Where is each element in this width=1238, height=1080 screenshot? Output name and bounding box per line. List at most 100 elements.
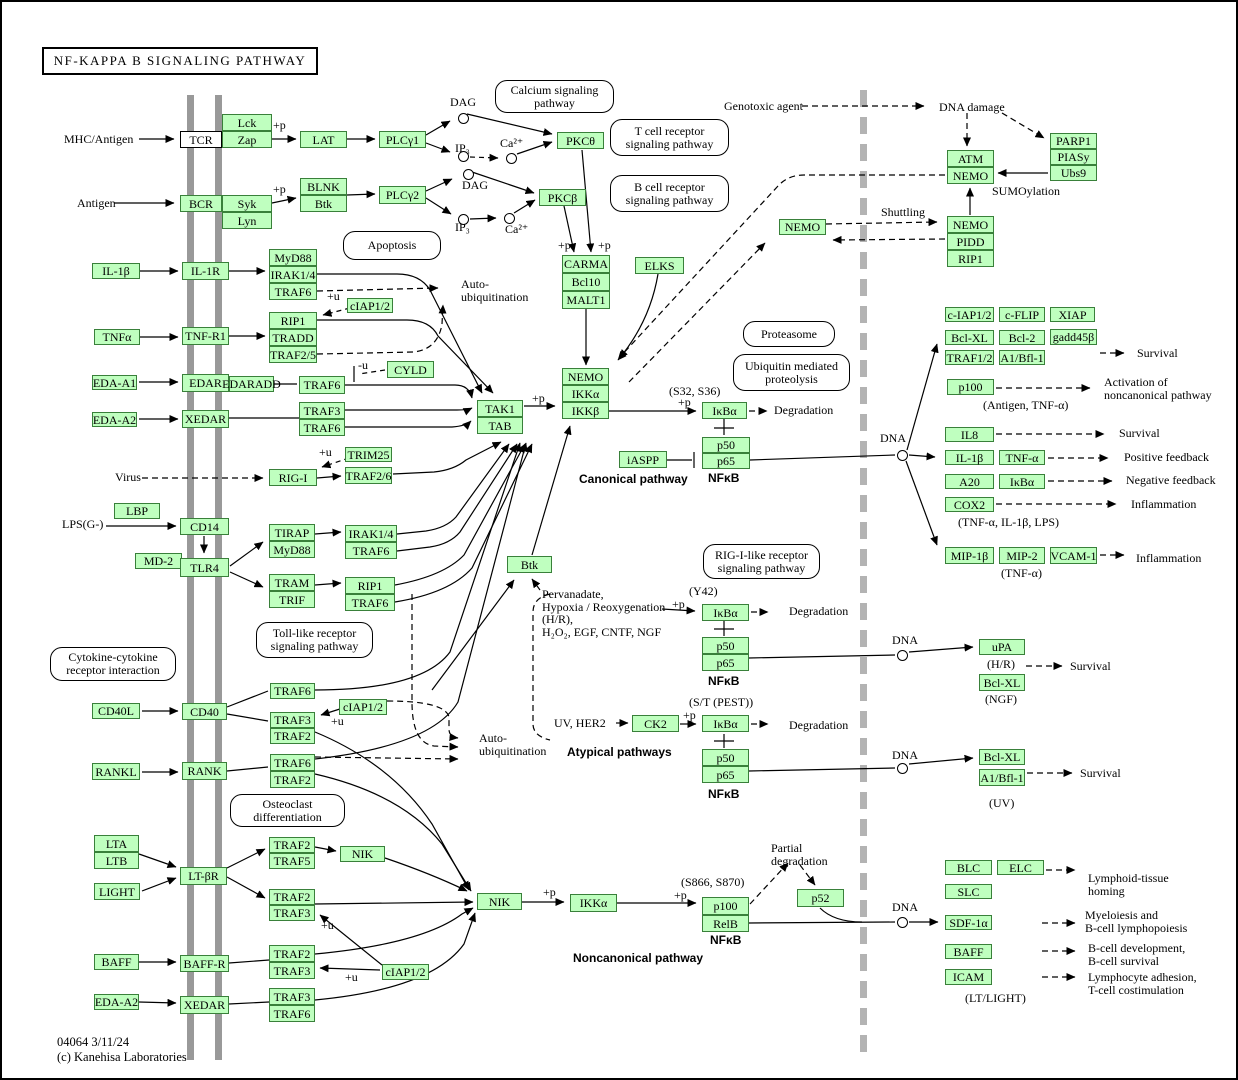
gene-ciap1-2[interactable]: cIAP1/2 xyxy=(382,964,429,980)
gene-syk[interactable]: Syk xyxy=(222,195,272,212)
gene-rank[interactable]: RANK xyxy=(182,762,227,780)
gene-sdf-1[interactable]: SDF-1α xyxy=(945,915,992,930)
gene-ck2[interactable]: CK2 xyxy=(632,715,679,732)
gene-traf1-2[interactable]: TRAF1/2 xyxy=(945,350,994,365)
gene-lta[interactable]: LTA xyxy=(94,835,139,852)
gene-traf2[interactable]: TRAF2 xyxy=(269,945,315,962)
pathway-ref-osteoclast-differentiation[interactable]: Osteoclast differentiation xyxy=(230,794,345,827)
gene-piasy[interactable]: PIASy xyxy=(1050,149,1097,165)
gene-ciap1-2[interactable]: cIAP1/2 xyxy=(347,298,393,313)
gene-xiap[interactable]: XIAP xyxy=(1050,307,1095,322)
gene-btk[interactable]: Btk xyxy=(507,556,552,573)
gene-malt1[interactable]: MALT1 xyxy=(562,291,610,309)
gene-nik[interactable]: NIK xyxy=(340,846,385,862)
pathway-ref-cytokine-cytokine-receptor-interaction[interactable]: Cytokine-cytokine receptor interaction xyxy=(50,647,176,681)
gene-bcl10[interactable]: Bcl10 xyxy=(562,273,610,291)
gene-cd14[interactable]: CD14 xyxy=(180,518,229,535)
gene-cd40l[interactable]: CD40L xyxy=(92,703,140,719)
compound-circle[interactable] xyxy=(457,150,469,162)
gene-traf6[interactable]: TRAF6 xyxy=(270,683,315,699)
gene-eda-a2[interactable]: EDA-A2 xyxy=(94,994,139,1010)
gene-traf2-5[interactable]: TRAF2/5 xyxy=(269,346,317,363)
gene-baff[interactable]: BAFF xyxy=(94,954,139,970)
gene-bcl-xl[interactable]: Bcl-XL xyxy=(979,674,1025,691)
gene-p65[interactable]: p65 xyxy=(702,654,749,671)
compound-circle[interactable] xyxy=(457,213,469,225)
gene-tcr[interactable]: TCR xyxy=(180,131,222,148)
gene-il-1r[interactable]: IL-1R xyxy=(182,262,229,280)
pathway-ref-proteasome[interactable]: Proteasome xyxy=(743,321,835,347)
gene-traf6[interactable]: TRAF6 xyxy=(345,594,395,611)
gene-tlr4[interactable]: TLR4 xyxy=(180,558,229,577)
gene-atm[interactable]: ATM xyxy=(947,150,994,167)
gene-tradd[interactable]: TRADD xyxy=(269,329,317,346)
gene-lyn[interactable]: Lyn xyxy=(222,212,272,229)
gene-ubs9[interactable]: Ubs9 xyxy=(1050,165,1097,181)
pathway-ref-apoptosis[interactable]: Apoptosis xyxy=(343,231,441,260)
gene-ikk[interactable]: IKKα xyxy=(570,894,617,912)
gene-blc[interactable]: BLC xyxy=(945,860,992,875)
gene-edaradd[interactable]: EDARADD xyxy=(222,376,281,392)
pathway-ref-calcium-signaling-pathway[interactable]: Calcium signaling pathway xyxy=(495,80,614,113)
gene-lck[interactable]: Lck xyxy=(222,114,272,131)
gene-eda-a2[interactable]: EDA-A2 xyxy=(92,412,137,427)
gene-relb[interactable]: RelB xyxy=(702,915,749,932)
gene-p52[interactable]: p52 xyxy=(797,889,844,907)
gene-tak1[interactable]: TAK1 xyxy=(477,400,523,417)
gene-lat[interactable]: LAT xyxy=(300,131,347,148)
gene-icam[interactable]: ICAM xyxy=(945,969,992,985)
pathway-ref-b-cell-receptor-signaling-pathway[interactable]: B cell receptor signaling pathway xyxy=(610,175,729,212)
gene-lt-r[interactable]: LT-βR xyxy=(180,867,227,885)
gene-i-b[interactable]: IκBα xyxy=(702,402,747,419)
gene-ikk[interactable]: IKKβ xyxy=(562,402,609,419)
gene-baff[interactable]: BAFF xyxy=(945,944,992,959)
gene-p100[interactable]: p100 xyxy=(702,897,749,915)
gene-plc-1[interactable]: PLCγ1 xyxy=(379,131,426,148)
gene-rip1[interactable]: RIP1 xyxy=(345,577,395,594)
gene-traf6[interactable]: TRAF6 xyxy=(270,754,315,771)
gene-a1-bfl-1[interactable]: A1/Bfl-1 xyxy=(999,350,1045,365)
gene-traf2-6[interactable]: TRAF2/6 xyxy=(345,467,392,484)
gene-mip-1[interactable]: MIP-1β xyxy=(945,547,994,564)
gene-c-flip[interactable]: c-FLIP xyxy=(999,307,1045,322)
gene-eda-a1[interactable]: EDA-A1 xyxy=(92,375,137,390)
pathway-ref-toll-like-receptor-signaling-pathway[interactable]: Toll-like receptor signaling pathway xyxy=(256,622,373,658)
pathway-ref-ubiquitin-mediated-proteolysis[interactable]: Ubiquitin mediated proteolysis xyxy=(733,354,850,391)
gene-bcr[interactable]: BCR xyxy=(180,195,222,212)
gene-trim25[interactable]: TRIM25 xyxy=(345,447,392,462)
gene-irak1-4[interactable]: IRAK1/4 xyxy=(345,525,397,542)
gene-il-1[interactable]: IL-1β xyxy=(945,450,994,465)
gene-tram[interactable]: TRAM xyxy=(269,574,315,591)
gene-traf5[interactable]: TRAF5 xyxy=(269,853,315,869)
gene-p50[interactable]: p50 xyxy=(702,637,749,654)
gene-myd88[interactable]: MyD88 xyxy=(269,249,317,266)
gene-tnf[interactable]: TNFα xyxy=(94,329,140,345)
gene-traf2[interactable]: TRAF2 xyxy=(270,728,315,744)
gene-p50[interactable]: p50 xyxy=(702,749,749,766)
gene-vcam-1[interactable]: VCAM-1 xyxy=(1050,547,1097,564)
gene-tab[interactable]: TAB xyxy=(477,417,523,434)
gene-p100[interactable]: p100 xyxy=(947,379,994,395)
gene-bcl-xl[interactable]: Bcl-XL xyxy=(945,330,994,345)
gene-a1-bfl-1[interactable]: A1/Bfl-1 xyxy=(979,769,1025,786)
gene-cox2[interactable]: COX2 xyxy=(945,497,994,512)
gene-nemo[interactable]: NEMO xyxy=(779,219,826,235)
gene-iaspp[interactable]: iASPP xyxy=(619,451,667,468)
gene-blnk[interactable]: BLNK xyxy=(300,178,347,195)
gene-traf2[interactable]: TRAF2 xyxy=(270,771,315,788)
gene-md-2[interactable]: MD-2 xyxy=(135,553,182,569)
gene-rankl[interactable]: RANKL xyxy=(92,763,140,780)
gene-upa[interactable]: uPA xyxy=(979,639,1025,655)
gene-c-iap1-2[interactable]: c-IAP1/2 xyxy=(945,307,994,322)
gene-pkc[interactable]: PKCθ xyxy=(557,132,604,149)
gene-traf6[interactable]: TRAF6 xyxy=(269,1005,315,1022)
gene-mip-2[interactable]: MIP-2 xyxy=(999,547,1045,564)
gene-myd88[interactable]: MyD88 xyxy=(269,541,315,558)
gene-il-1[interactable]: IL-1β xyxy=(92,263,140,279)
compound-circle[interactable] xyxy=(462,168,474,180)
gene-xedar[interactable]: XEDAR xyxy=(182,410,229,428)
gene-edar[interactable]: EDAR xyxy=(182,374,229,392)
gene-parp1[interactable]: PARP1 xyxy=(1050,133,1097,149)
gene-traf3[interactable]: TRAF3 xyxy=(270,712,315,728)
pathway-ref-rig-i-like-receptor-signaling-pathway[interactable]: RIG-I-like receptor signaling pathway xyxy=(703,544,820,579)
